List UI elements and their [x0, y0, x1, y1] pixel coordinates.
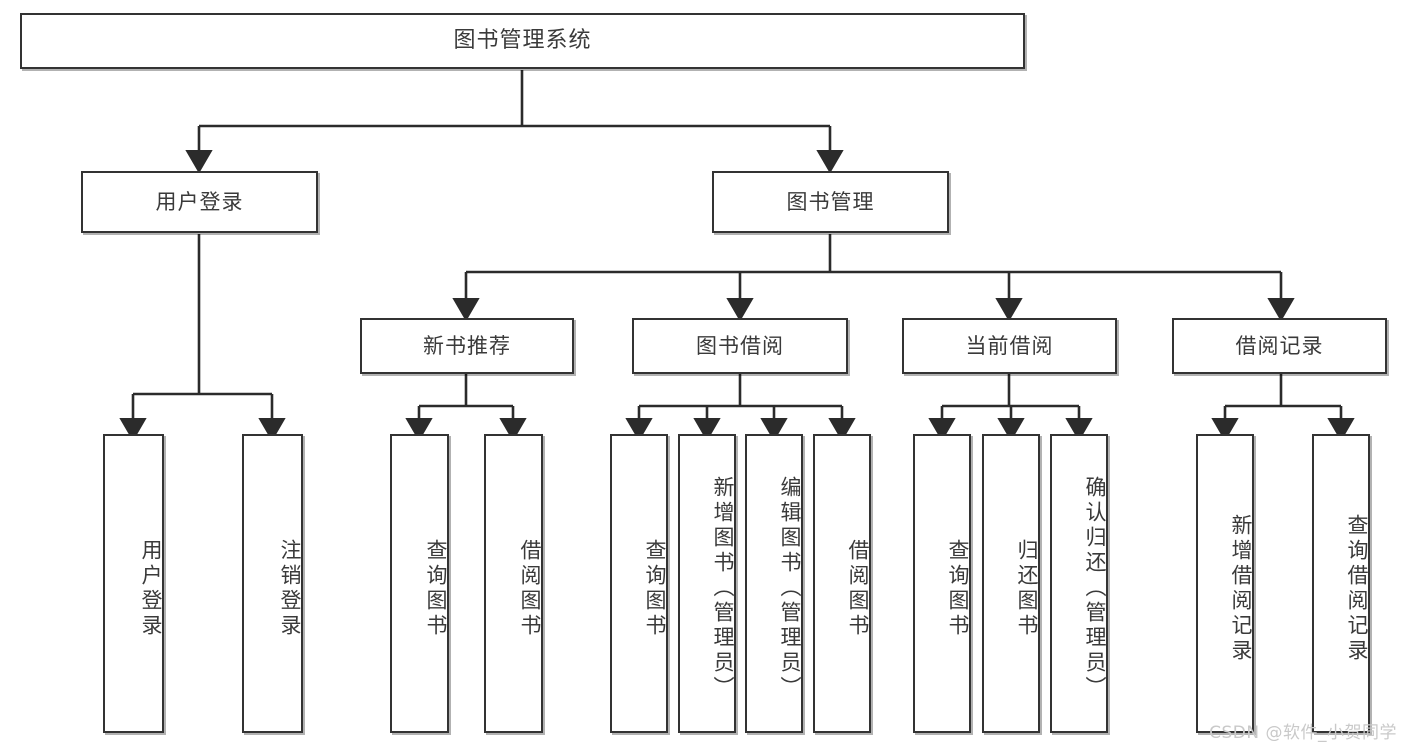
leaf-label: 确认归还（管理员）	[1083, 476, 1107, 701]
leaf-current-query-book[interactable]: 查询图书	[913, 434, 971, 733]
leaf-current-confirm-return-admin[interactable]: 确认归还（管理员）	[1050, 434, 1108, 733]
leaf-label: 查询图书	[424, 538, 448, 639]
leaf-borrow-add-book-admin[interactable]: 新增图书（管理员）	[678, 434, 736, 733]
leaf-label: 查询图书	[643, 538, 667, 639]
node-user-login[interactable]: 用户登录	[81, 171, 318, 233]
leaf-label: 借阅图书	[846, 538, 870, 639]
leaf-label: 注销登录	[278, 538, 302, 639]
node-root-system[interactable]: 图书管理系统	[20, 13, 1025, 69]
node-current-borrow[interactable]: 当前借阅	[902, 318, 1117, 374]
leaf-label: 新增图书（管理员）	[711, 476, 735, 701]
node-book-management[interactable]: 图书管理	[712, 171, 949, 233]
node-book-borrow[interactable]: 图书借阅	[632, 318, 848, 374]
leaf-label: 用户登录	[139, 538, 163, 639]
leaf-label: 查询借阅记录	[1345, 513, 1369, 664]
leaf-borrow-edit-book-admin[interactable]: 编辑图书（管理员）	[745, 434, 803, 733]
leaf-label: 归还图书	[1015, 538, 1039, 639]
node-new-book-recommend[interactable]: 新书推荐	[360, 318, 574, 374]
leaf-new-book-query[interactable]: 查询图书	[390, 434, 449, 733]
leaf-user-login-signout[interactable]: 注销登录	[242, 434, 303, 733]
csdn-watermark: CSDN @软件_小贺同学	[1209, 723, 1397, 743]
leaf-current-return-book[interactable]: 归还图书	[982, 434, 1040, 733]
leaf-label: 借阅图书	[518, 538, 542, 639]
leaf-borrow-borrow-book[interactable]: 借阅图书	[813, 434, 871, 733]
leaf-label: 查询图书	[946, 538, 970, 639]
leaf-label: 编辑图书（管理员）	[778, 476, 802, 701]
leaf-records-query-record[interactable]: 查询借阅记录	[1312, 434, 1370, 733]
leaf-label: 新增借阅记录	[1229, 513, 1253, 664]
leaf-user-login-signin[interactable]: 用户登录	[103, 434, 164, 733]
node-borrow-records[interactable]: 借阅记录	[1172, 318, 1387, 374]
leaf-records-add-record[interactable]: 新增借阅记录	[1196, 434, 1254, 733]
leaf-new-book-borrow[interactable]: 借阅图书	[484, 434, 543, 733]
leaf-borrow-query-book[interactable]: 查询图书	[610, 434, 668, 733]
